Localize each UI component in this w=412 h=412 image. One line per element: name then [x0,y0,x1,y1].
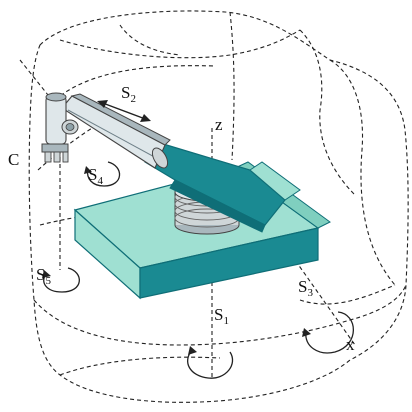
labels: C z x S2 S4 S5 S3 S1 [8,83,355,354]
wrist-assembly [41,92,79,163]
label-s4: S4 [88,165,103,187]
c-axis-line-upper [19,59,61,111]
label-s3: S3 [298,277,313,299]
label-c: C [8,150,19,169]
s2-arrow-head-right [140,114,151,122]
s2-arrow-head-left [97,100,108,108]
label-x: x [346,335,355,354]
arm-boom [61,93,171,169]
platform-front-side [139,227,319,299]
label-s5: S5 [36,265,51,287]
label-z: z [215,115,223,134]
label-s2: S2 [121,83,136,105]
shoulder-housing [144,139,301,233]
label-s1: S1 [214,305,229,327]
x-rotation-arrow [305,311,354,354]
s2-double-arrow [99,101,149,121]
s4-rotation-arrow [86,161,121,187]
motion-arrows [42,100,354,379]
s5-rotation-arrow [43,267,80,293]
s1-rotation-arrow [187,349,234,379]
